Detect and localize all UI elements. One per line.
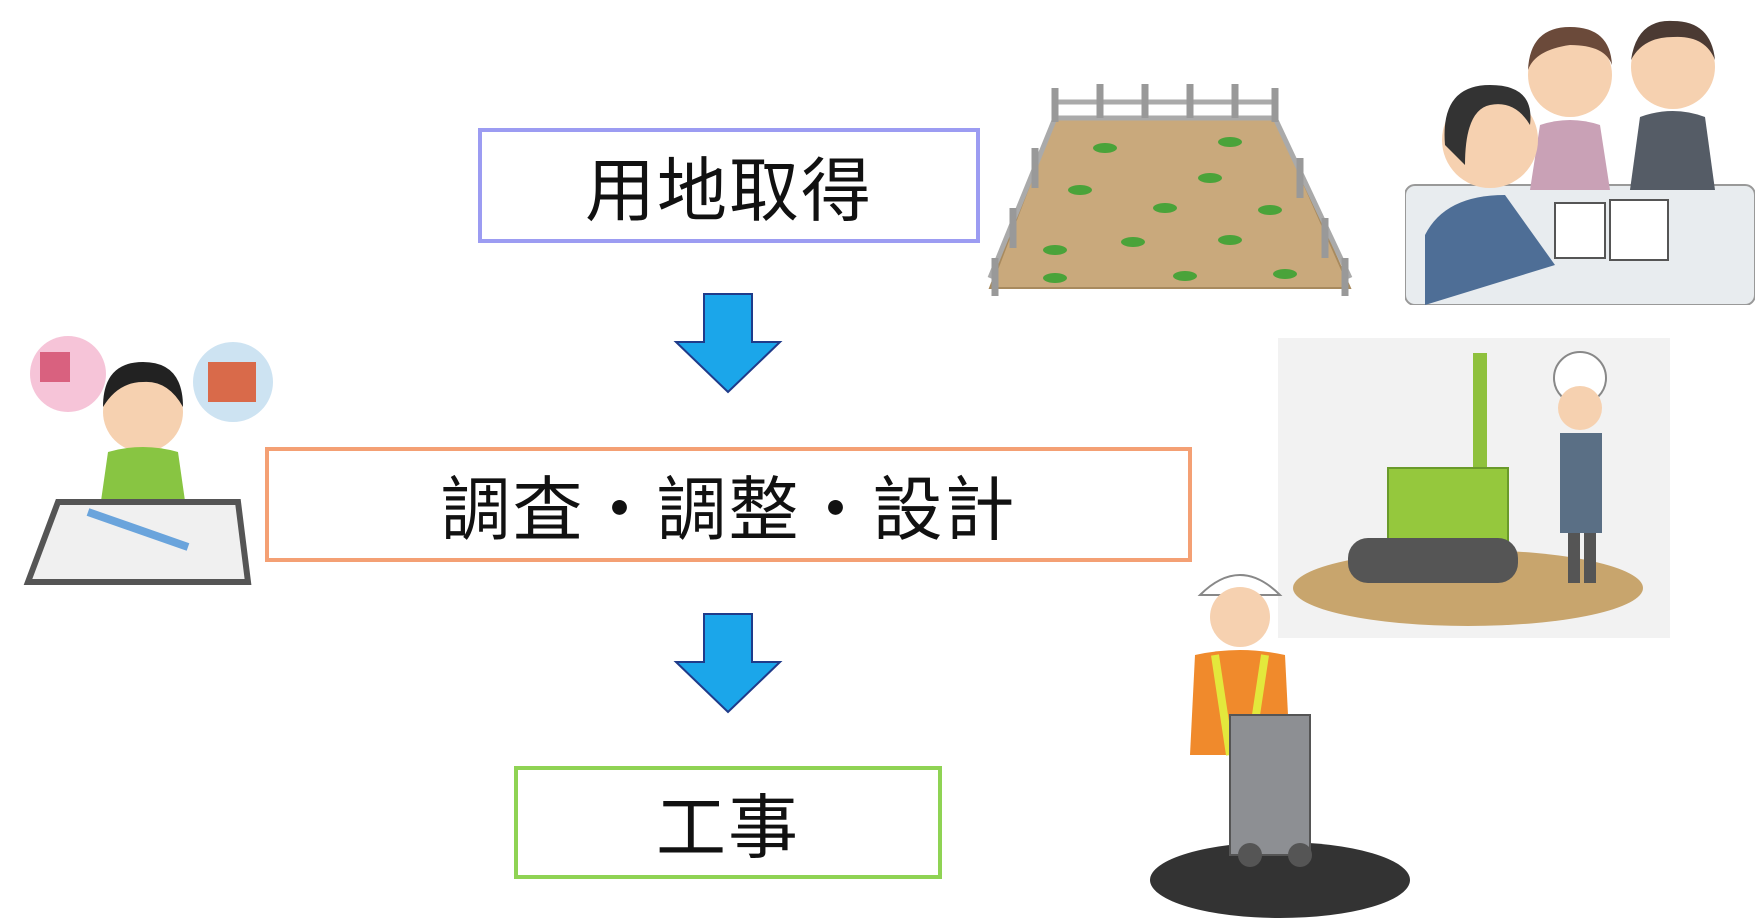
step-survey-design: 調査・調整・設計 [265,447,1192,562]
down-arrow-icon [673,613,783,714]
step-land-acquisition-label: 用地取得 [585,150,873,232]
step-survey-design-label: 調査・調整・設計 [440,469,1017,551]
step-construction-label: 工事 [656,787,800,869]
down-arrow-icon [673,293,783,394]
road-paving-worker-icon [1150,574,1410,918]
boring-survey-icon [1278,338,1670,638]
step-construction: 工事 [514,766,942,879]
consultation-icon [1405,20,1755,305]
designer-planning-icon [23,336,273,585]
fenced-land-icon [987,84,1353,296]
step-land-acquisition: 用地取得 [478,128,980,243]
